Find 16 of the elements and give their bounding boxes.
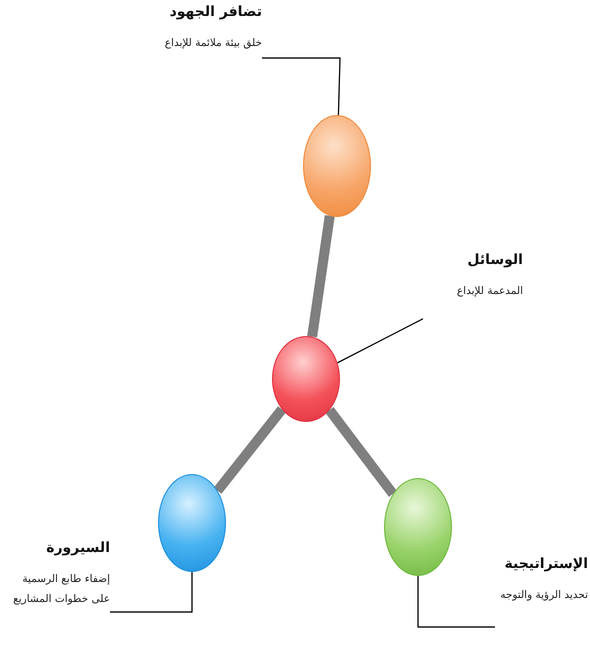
heading: الإستراتيجية: [504, 556, 588, 572]
leader-line: [337, 318, 424, 364]
description: المدعمة للإبداع: [456, 284, 523, 299]
heading: الوسائل: [466, 252, 523, 268]
heading: السيرورة: [45, 540, 110, 556]
connector-bar: [326, 407, 397, 497]
connector-bar: [307, 215, 335, 338]
connector-bar: [214, 406, 286, 494]
leader-line: [262, 57, 341, 116]
leader-line: [110, 572, 193, 613]
leader-line: [417, 576, 495, 628]
description: إضفاء طابع الرسمية على خطوات المشاريع: [12, 572, 110, 607]
heading: تضافر الجهود: [168, 4, 262, 20]
circle-node: [272, 336, 340, 422]
description: تحديد الرؤية والتوجه: [499, 588, 588, 603]
description: خلق بيئة ملائمة للإبداع: [164, 36, 262, 51]
